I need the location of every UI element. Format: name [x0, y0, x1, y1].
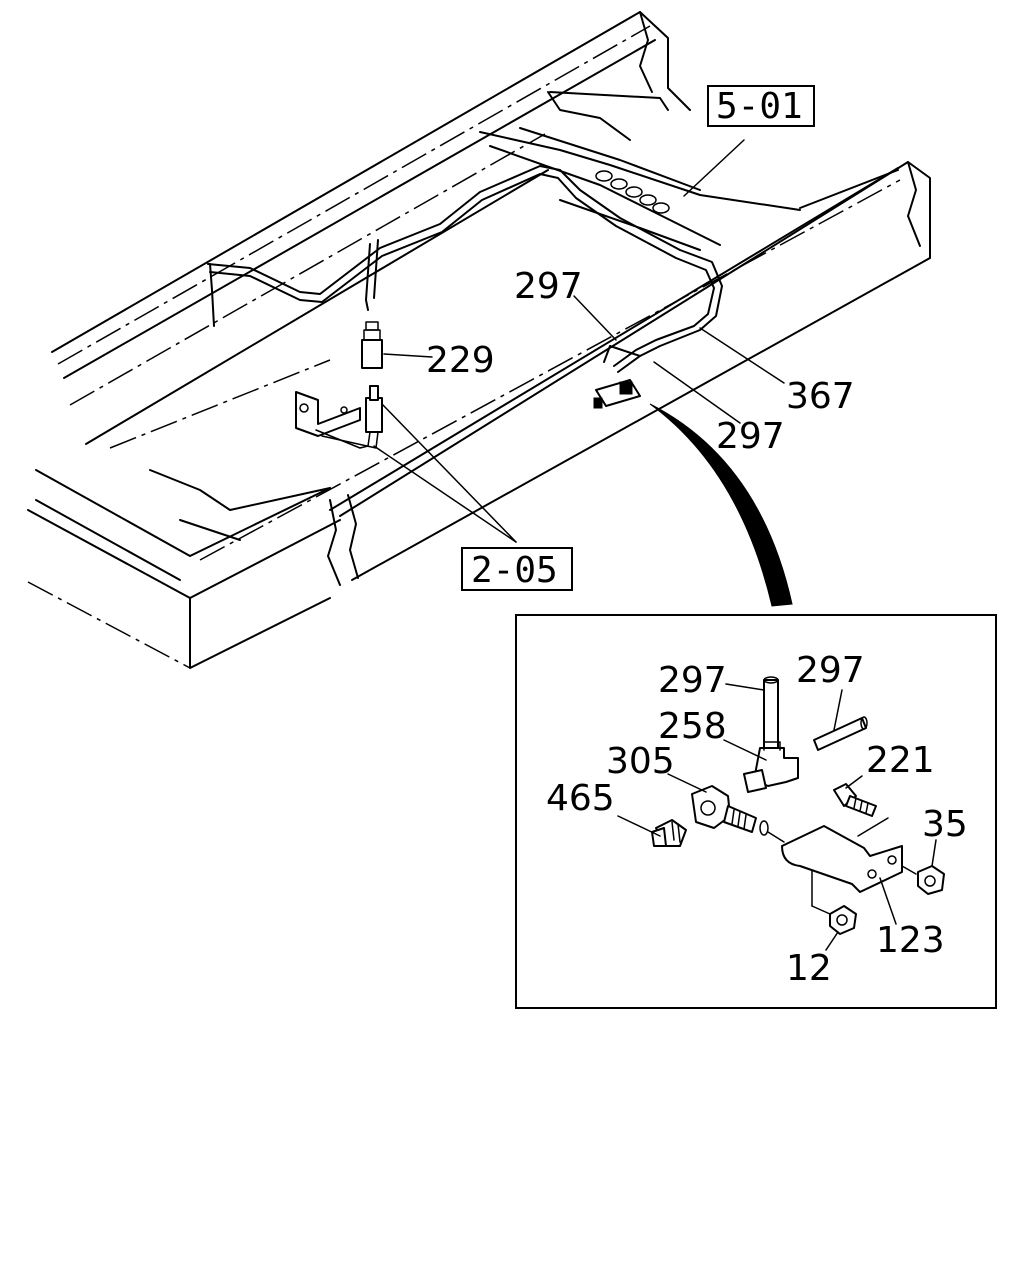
- tube-297-vertical-icon: [763, 676, 779, 753]
- bracket-123-icon: [781, 825, 903, 893]
- detail-view: 297 297 258 305 465 221 35 123 12: [515, 614, 997, 1009]
- detail-leader-lines: [617, 683, 937, 951]
- callout-221: 221: [866, 740, 935, 781]
- nut-12-icon: [829, 905, 857, 935]
- callout-367: 367: [786, 376, 855, 417]
- fitting-229-icon: [361, 321, 383, 369]
- callout-12: 12: [786, 948, 832, 989]
- callout-465: 465: [546, 778, 615, 819]
- tube-297-angled-icon: [813, 716, 868, 751]
- callout-297-right: 297: [716, 416, 785, 457]
- air-pipe: [207, 165, 723, 373]
- bolt-221-icon: [833, 783, 877, 817]
- callout-123: 123: [876, 920, 945, 961]
- callout-229: 229: [426, 340, 495, 381]
- reference-5-01-label: 5-01: [716, 86, 803, 127]
- callout-297-top: 297: [514, 266, 583, 307]
- reference-2-05-label: 2-05: [471, 550, 558, 591]
- callout-258: 258: [658, 706, 727, 747]
- callout-297-detail-a: 297: [658, 660, 727, 701]
- union-305-icon: [691, 785, 769, 836]
- callout-305: 305: [606, 741, 675, 782]
- chassis-frame: [27, 11, 931, 669]
- detail-arrow: [649, 403, 793, 607]
- callout-35: 35: [922, 804, 968, 845]
- callout-297-detail-b: 297: [796, 650, 865, 691]
- nut-35-icon: [917, 865, 945, 895]
- reference-5-01[interactable]: 5-01: [707, 85, 815, 127]
- bracket-2-05-icon: [295, 385, 383, 449]
- tee-fitting-258-icon: [743, 741, 799, 793]
- valve-assembly-icon: [593, 379, 641, 409]
- leader-lines: [373, 139, 785, 543]
- reference-2-05[interactable]: 2-05: [461, 547, 573, 591]
- plug-465-icon: [651, 819, 687, 847]
